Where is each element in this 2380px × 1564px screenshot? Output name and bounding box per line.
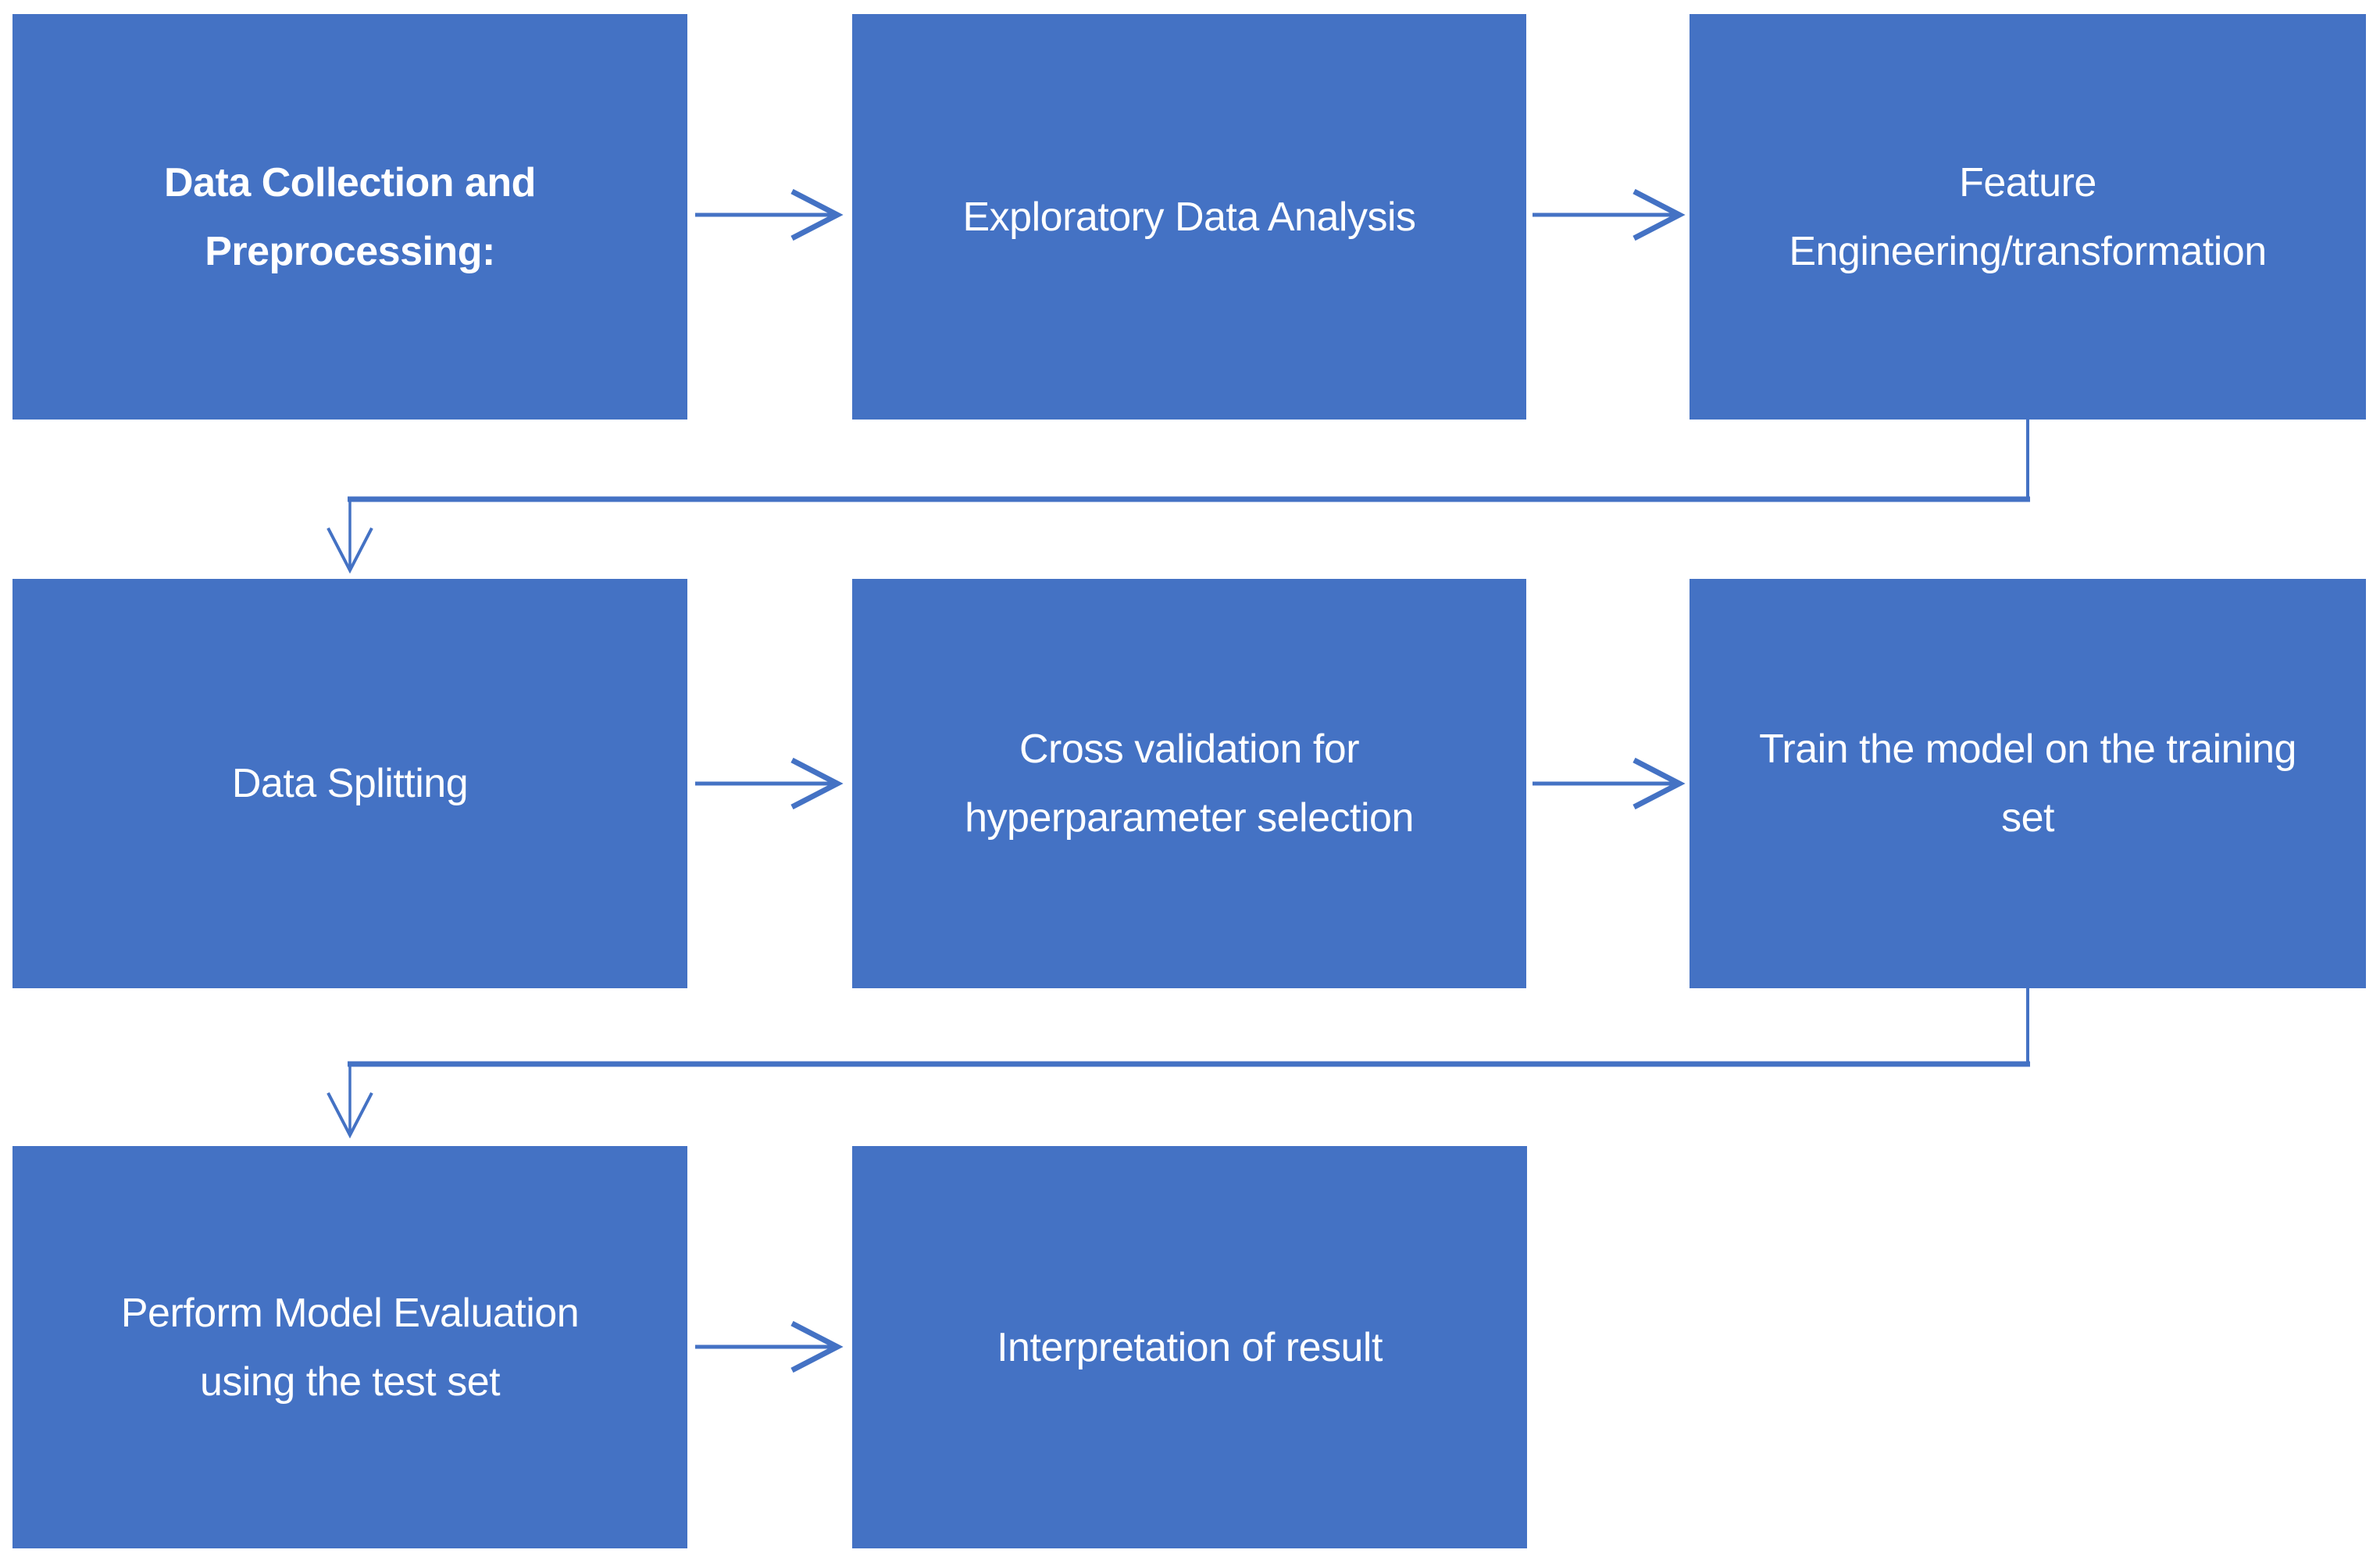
flow-box-data-splitting: Data Splitting bbox=[12, 579, 687, 988]
arrow-model-evaluation-to-interpretation bbox=[695, 1320, 844, 1373]
arrow-data-collection-to-eda bbox=[695, 188, 844, 241]
open-arrowhead-icon bbox=[1632, 757, 1686, 810]
open-arrowhead-icon bbox=[326, 527, 373, 574]
flow-box-label: Data Splitting bbox=[231, 761, 469, 806]
open-arrowhead-icon bbox=[1632, 188, 1686, 241]
flow-box-label: Data Collection and Preprocessing: bbox=[164, 159, 536, 274]
flow-box-label: Exploratory Data Analysis bbox=[962, 194, 1417, 240]
flow-box-label: Feature Engineering/transformation bbox=[1789, 159, 2267, 274]
flow-box-cross-validation: Cross validation for hyperparameter sele… bbox=[852, 579, 1526, 988]
arrow-cross-validation-to-train-model bbox=[1533, 757, 1686, 810]
flow-box-label: Train the model on the training set bbox=[1759, 727, 2296, 841]
open-arrowhead-icon bbox=[326, 1092, 373, 1139]
flow-box-interpretation: Interpretation of result bbox=[852, 1146, 1527, 1548]
open-arrowhead-icon bbox=[790, 757, 844, 810]
flow-box-label: Interpretation of result bbox=[997, 1324, 1383, 1370]
flow-box-label: Perform Model Evaluation using the test … bbox=[120, 1290, 580, 1405]
flow-box-train-model: Train the model on the training set bbox=[1690, 579, 2366, 988]
arrow-eda-to-feature-engineering bbox=[1533, 188, 1686, 241]
connector-train-model-to-model-evaluation bbox=[326, 988, 2030, 1139]
flow-box-model-evaluation: Perform Model Evaluation using the test … bbox=[12, 1146, 687, 1548]
open-arrowhead-icon bbox=[790, 188, 844, 241]
flow-box-data-collection: Data Collection and Preprocessing: bbox=[12, 14, 687, 420]
arrow-data-splitting-to-cross-validation bbox=[695, 757, 844, 810]
open-arrowhead-icon bbox=[790, 1320, 844, 1373]
flow-box-feature-engineering: Feature Engineering/transformation bbox=[1690, 14, 2366, 420]
connector-feature-engineering-to-data-splitting bbox=[326, 420, 2030, 574]
flow-box-eda: Exploratory Data Analysis bbox=[852, 14, 1526, 420]
flow-box-label: Cross validation for hyperparameter sele… bbox=[965, 727, 1414, 841]
